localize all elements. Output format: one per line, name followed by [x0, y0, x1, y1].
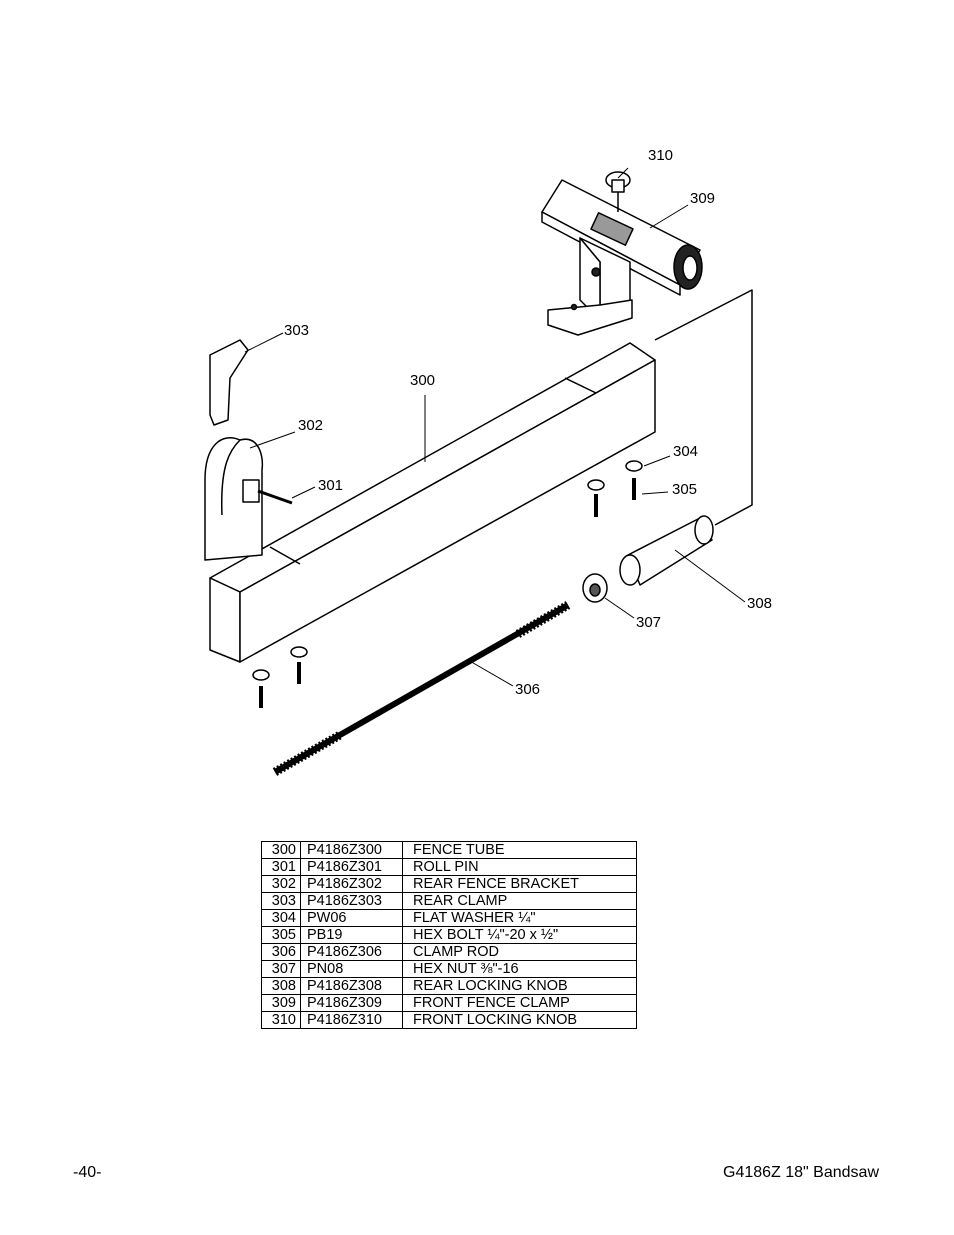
part-number-cell: P4186Z309	[300, 994, 403, 1012]
part-description-cell: REAR CLAMP	[402, 892, 637, 910]
rear-locking-knob	[619, 515, 714, 586]
rear-clamp	[209, 339, 249, 426]
part-ref-cell: 302	[261, 875, 301, 893]
part-ref-cell: 306	[261, 943, 301, 961]
front-fence-clamp	[541, 179, 703, 336]
part-number-cell: P4186Z300	[300, 841, 403, 859]
model-name: G4186Z 18" Bandsaw	[723, 1164, 879, 1181]
callout-308: 308	[747, 595, 772, 612]
part-ref-cell: 303	[261, 892, 301, 910]
part-description-cell: FLAT WASHER ¼"	[402, 909, 637, 927]
fence-tube	[209, 342, 656, 663]
part-description-cell: FRONT LOCKING KNOB	[402, 1011, 637, 1029]
part-ref-cell: 301	[261, 858, 301, 876]
part-number-cell: P4186Z301	[300, 858, 403, 876]
callout-304: 304	[673, 443, 698, 460]
part-number-cell: PN08	[300, 960, 403, 978]
part-number-cell: PB19	[300, 926, 403, 944]
callout-labels: 310 309 303 300 302 301 304 305 308 307 …	[284, 147, 772, 698]
part-number-cell: P4186Z303	[300, 892, 403, 910]
part-description-cell: FENCE TUBE	[402, 841, 637, 859]
part-description-cell: FRONT FENCE CLAMP	[402, 994, 637, 1012]
callout-307: 307	[636, 614, 661, 631]
part-description-cell: REAR FENCE BRACKET	[402, 875, 637, 893]
part-ref-cell: 304	[261, 909, 301, 927]
part-ref-cell: 300	[261, 841, 301, 859]
rear-fence-bracket	[204, 437, 264, 561]
washers-and-bolts	[252, 460, 643, 708]
front-locking-knob	[605, 171, 631, 212]
callout-303: 303	[284, 322, 309, 339]
part-description-cell: ROLL PIN	[402, 858, 637, 876]
callout-301: 301	[318, 477, 343, 494]
part-number-cell: P4186Z306	[300, 943, 403, 961]
leader-lines	[244, 167, 746, 687]
part-description-cell: REAR LOCKING KNOB	[402, 977, 637, 995]
part-ref-cell: 305	[261, 926, 301, 944]
part-number-cell: PW06	[300, 909, 403, 927]
clamp-rod	[272, 601, 571, 776]
callout-306: 306	[515, 681, 540, 698]
part-ref-cell: 310	[261, 1011, 301, 1029]
part-ref-cell: 309	[261, 994, 301, 1012]
callout-305: 305	[672, 481, 697, 498]
part-description-cell: HEX BOLT ¼"-20 x ½"	[402, 926, 637, 944]
callout-310: 310	[648, 147, 673, 164]
part-ref-cell: 307	[261, 960, 301, 978]
callout-300: 300	[410, 372, 435, 389]
callout-302: 302	[298, 417, 323, 434]
callout-309: 309	[690, 190, 715, 207]
roll-pin	[257, 489, 293, 505]
alignment-lines	[654, 289, 753, 526]
exploded-parts-diagram: 310 309 303 300 302 301 304 305 308 307 …	[204, 147, 772, 776]
part-number-cell: P4186Z308	[300, 977, 403, 995]
part-ref-cell: 308	[261, 977, 301, 995]
page-number: -40-	[73, 1164, 102, 1181]
part-number-cell: P4186Z302	[300, 875, 403, 893]
part-description-cell: CLAMP ROD	[402, 943, 637, 961]
hex-nut	[582, 573, 608, 603]
part-description-cell: HEX NUT ⅜"-16	[402, 960, 637, 978]
table-row: 310 P4186Z310 FRONT LOCKING KNOB	[261, 1011, 637, 1029]
part-number-cell: P4186Z310	[307, 1012, 382, 1028]
